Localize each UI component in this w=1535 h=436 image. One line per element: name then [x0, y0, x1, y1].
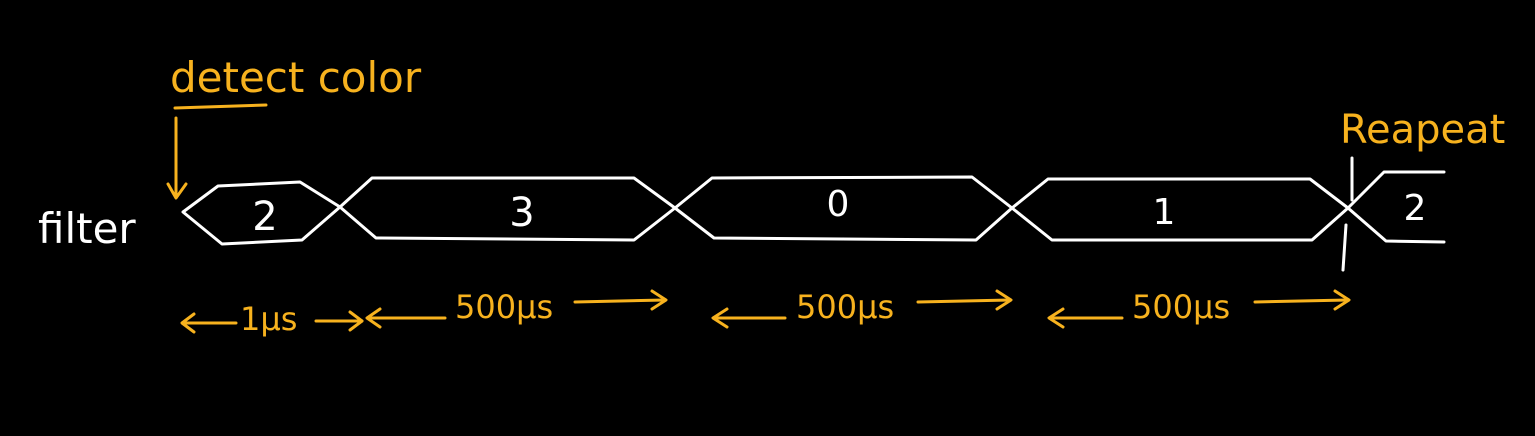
duration-label-1: 500µs: [455, 288, 553, 326]
detect-underline: [173, 103, 268, 110]
repeat-annotation: Reapeat: [1340, 107, 1505, 153]
bus-value-3: 1: [1153, 192, 1176, 233]
duration-arrow-1-end: [573, 289, 668, 311]
bus-waveform: [181, 170, 1446, 246]
duration-label-3: 500µs: [1132, 288, 1230, 326]
detect-color-annotation: detect color: [170, 53, 422, 102]
bus-value-1: 3: [509, 190, 534, 236]
duration-arrow-3-end: [1253, 289, 1351, 311]
bus-value-4: 2: [1404, 188, 1427, 229]
duration-arrow-3: [1047, 307, 1124, 329]
signal-name-label: filter: [38, 204, 136, 253]
bus-segment-1: [338, 176, 677, 242]
duration-arrow-0: [180, 312, 238, 334]
detect-arrow-head: [166, 182, 188, 200]
duration-arrow-1: [365, 307, 447, 329]
bus-segment-0: [181, 180, 342, 246]
bus-value-0: 2: [252, 194, 277, 240]
duration-label-0: 1µs: [240, 300, 297, 338]
duration-label-2: 500µs: [796, 288, 894, 326]
bus-segment-4: [1346, 170, 1446, 244]
duration-arrow-2: [711, 307, 787, 329]
bus-value-2: 0: [827, 184, 850, 225]
duration-arrow-2-end: [916, 289, 1013, 311]
repeat-marker: [1341, 156, 1354, 272]
bus-segment-3: [1010, 177, 1350, 242]
duration-arrow-0-end: [314, 310, 364, 332]
